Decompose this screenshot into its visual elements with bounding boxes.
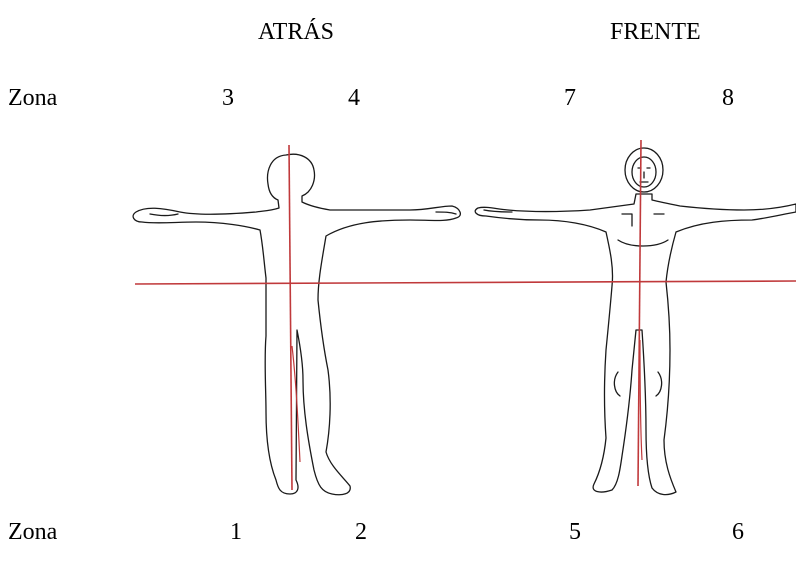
horizontal-divider-line <box>134 280 796 285</box>
front-figure-outline <box>474 193 796 496</box>
back-arm-detail-left <box>149 213 179 217</box>
back-body-figure <box>132 153 461 496</box>
front-face <box>631 156 657 188</box>
front-knee-detail <box>613 371 663 397</box>
zone-number-7: 7 <box>564 85 576 111</box>
heading-back: ATRÁS <box>258 19 335 45</box>
front-chest-detail <box>617 213 669 247</box>
back-arm-detail-right <box>435 211 457 215</box>
front-head-hair <box>624 147 664 193</box>
zone-label-bottom: Zona <box>8 519 58 545</box>
back-figure-outline <box>132 153 461 496</box>
front-arm-detail-left <box>483 209 513 213</box>
front-vertical-divider-line <box>637 139 642 487</box>
front-face-features <box>637 167 651 183</box>
zone-number-8: 8 <box>722 85 734 111</box>
zone-number-5: 5 <box>569 519 581 545</box>
zone-number-3: 3 <box>222 85 234 111</box>
front-leg-marking <box>639 339 643 461</box>
back-vertical-divider-line <box>288 144 293 491</box>
back-leg-marking <box>291 345 301 463</box>
zone-number-6: 6 <box>732 519 744 545</box>
zone-label-top: Zona <box>8 85 58 111</box>
heading-front: FRENTE <box>610 19 701 45</box>
zone-number-4: 4 <box>348 85 360 111</box>
front-body-figure <box>474 147 796 496</box>
zone-number-1: 1 <box>230 519 242 545</box>
zone-number-2: 2 <box>355 519 367 545</box>
